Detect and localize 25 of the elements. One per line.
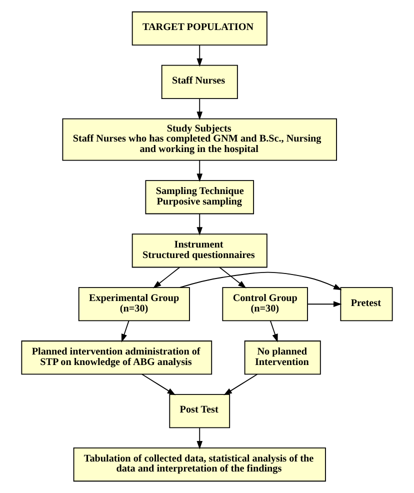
- arrow: [196, 213, 203, 236]
- arrow: [196, 98, 203, 120]
- arrow: [196, 44, 203, 67]
- node-box: Control Group (n=30): [222, 287, 308, 322]
- arrow: [121, 320, 130, 342]
- node-box: No planned Intervention: [244, 340, 321, 375]
- node-box: Study Subjects Staff Nurses who has completed GNM and B.Sc., Nursing and working in the hospital: [62, 118, 337, 161]
- node-box: Pretest: [340, 287, 393, 322]
- arrow: [219, 266, 246, 288]
- node-box: Experimental Group (n=30): [78, 287, 190, 322]
- arrow: [307, 301, 342, 308]
- node-box: TARGET POPULATION: [132, 11, 268, 46]
- arrow: [224, 374, 258, 396]
- arrow: [180, 272, 342, 290]
- arrow: [196, 427, 203, 450]
- arrow: [142, 374, 176, 396]
- arrow: [270, 320, 278, 342]
- node-box: Sampling Technique Purposive sampling: [145, 180, 254, 214]
- node-box: Staff Nurses: [161, 64, 238, 99]
- arrow: [152, 266, 180, 288]
- node-box: Planned intervention administration of STP on knowledge of ABG analysis: [21, 340, 212, 375]
- node-box: Post Test: [169, 394, 230, 428]
- arrow: [196, 160, 203, 182]
- node-box: Instrument Structured questionnaires: [132, 234, 268, 268]
- node-box: Tabulation of collected data, statistical analysis of the data and interpretation of the findings: [73, 447, 326, 482]
